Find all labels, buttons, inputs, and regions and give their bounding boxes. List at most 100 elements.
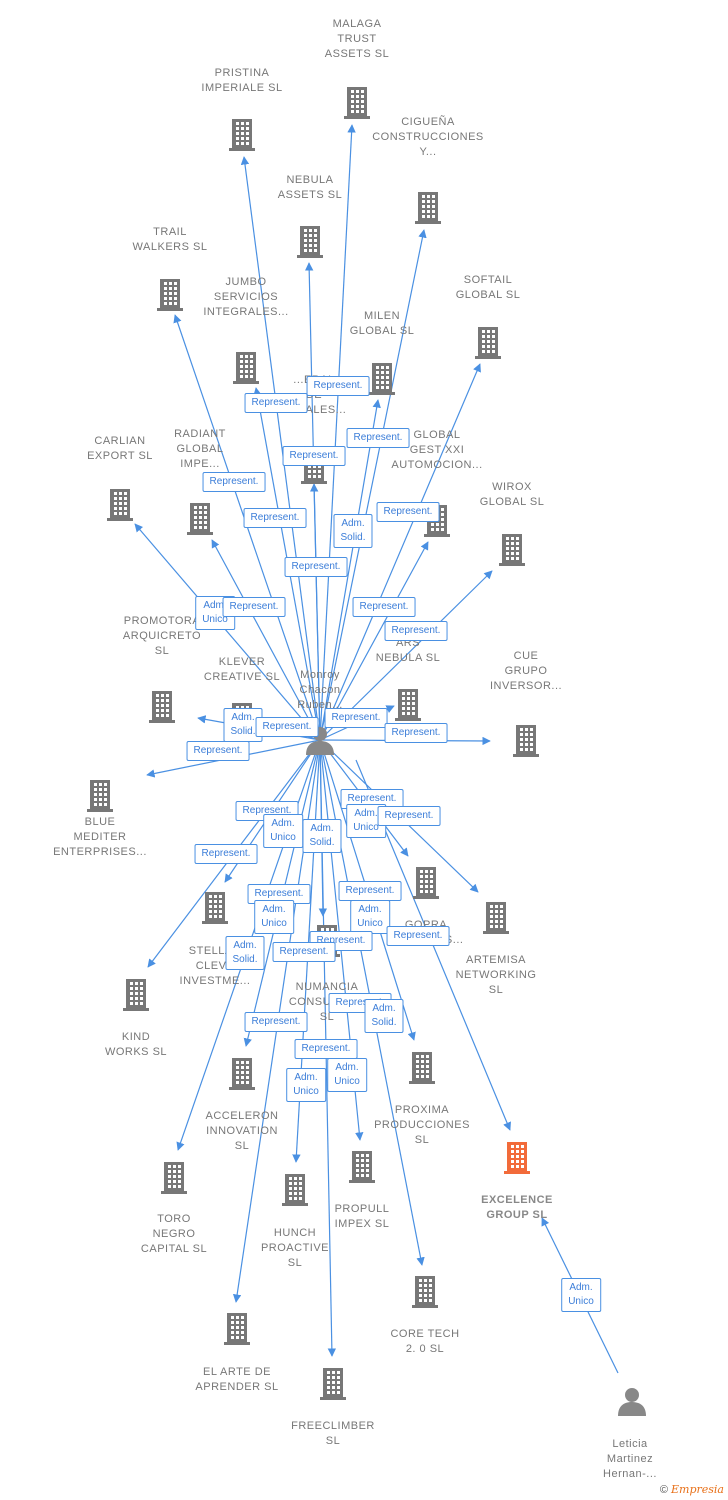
relation-badge-adm-solid[interactable]: Adm. Solid. [364, 999, 404, 1033]
company-label-coretech[interactable]: CORE TECH 2. 0 SL [390, 1328, 460, 1355]
building-icon-excelence[interactable] [504, 1140, 530, 1179]
building-icon-trail[interactable] [157, 277, 183, 316]
building-icon-arsnebula[interactable] [395, 687, 421, 726]
building-icon-ciguena[interactable] [415, 190, 441, 229]
relation-badge-represent[interactable]: Represent. [243, 508, 307, 528]
building-icon-softail[interactable] [475, 325, 501, 364]
company-label-elarte[interactable]: EL ARTE DE APRENDER SL [195, 1366, 279, 1393]
person-label-leticia[interactable]: Leticia Martinez Hernan-... [603, 1438, 657, 1480]
building-icon-propull[interactable] [349, 1149, 375, 1188]
building-icon-proxima[interactable] [409, 1050, 435, 1089]
relation-badge-adm-unico[interactable]: Adm. Unico [254, 900, 294, 934]
relation-badge-adm-unico[interactable]: Adm. Unico [286, 1068, 326, 1102]
relation-badge-represent[interactable]: Represent. [386, 926, 450, 946]
relation-badge-adm-unico[interactable]: Adm. Unico [346, 804, 386, 838]
company-label-wirox[interactable]: WIROX GLOBAL SL [479, 481, 545, 508]
building-icon-coretech[interactable] [412, 1274, 438, 1313]
relation-badge-adm-unico[interactable]: Adm. Unico [263, 814, 303, 848]
relation-badge-represent[interactable]: Represent. [244, 1012, 308, 1032]
relation-badge-adm-solid[interactable]: Adm. Solid. [333, 514, 373, 548]
company-label-artemisa[interactable]: ARTEMISA NETWORKING SL [455, 954, 537, 996]
building-icon-malaga[interactable] [344, 85, 370, 124]
company-label-kind[interactable]: KIND WORKS SL [104, 1031, 168, 1058]
relation-badge-represent[interactable]: Represent. [202, 472, 266, 492]
relation-badge-represent[interactable]: Represent. [384, 723, 448, 743]
company-label-blue[interactable]: BLUE MEDITER ENTERPRISES... [53, 816, 147, 858]
relation-badge-adm-solid[interactable]: Adm. Solid. [225, 936, 265, 970]
edge-carlian [134, 523, 321, 741]
company-label-cue[interactable]: CUE GRUPO INVERSOR... [489, 650, 563, 692]
building-icon-jumbo[interactable] [233, 350, 259, 389]
company-label-ciguena[interactable]: CIGUEÑA CONSTRUCCIONES Y... [372, 116, 484, 158]
relation-badge-represent[interactable]: Represent. [294, 1039, 358, 1059]
company-label-promotora[interactable]: PROMOTORA ARQUICRETO SL [122, 615, 202, 657]
company-label-proxima[interactable]: PROXIMA PRODUCCIONES SL [374, 1104, 470, 1146]
building-icon-acceleron[interactable] [229, 1056, 255, 1095]
building-icon-kind[interactable] [123, 977, 149, 1016]
relation-badge-represent[interactable]: Represent. [384, 621, 448, 641]
company-label-jumbo[interactable]: JUMBO SERVICIOS INTEGRALES... [203, 276, 289, 318]
relation-badge-adm-unico[interactable]: Adm. Unico [561, 1278, 601, 1312]
company-label-carlian[interactable]: CARLIAN EXPORT SL [87, 435, 153, 462]
company-label-radiant[interactable]: RADIANT GLOBAL IMPE... [174, 428, 226, 470]
company-label-propull[interactable]: PROPULL IMPEX SL [334, 1203, 390, 1230]
company-label-pristina[interactable]: PRISTINA IMPERIALE SL [201, 67, 283, 94]
company-label-softail[interactable]: SOFTAIL GLOBAL SL [455, 274, 521, 301]
building-icon-radiant[interactable] [187, 501, 213, 540]
person-icon-leticia[interactable] [617, 1386, 647, 1421]
edge-milen [319, 399, 381, 741]
relation-badge-represent[interactable]: Represent. [377, 806, 441, 826]
company-label-klever[interactable]: KLEVER CREATIVE SL [203, 656, 281, 683]
relation-badge-represent[interactable]: Represent. [324, 708, 388, 728]
relation-badge-represent[interactable]: Represent. [244, 393, 308, 413]
company-label-freeclimber[interactable]: FREECLIMBER SL [291, 1420, 375, 1447]
building-icon-carlian[interactable] [107, 487, 133, 526]
company-label-globalgest[interactable]: GLOBAL GEST XXI AUTOMOCION... [391, 429, 483, 471]
building-icon-blue[interactable] [87, 778, 113, 817]
center-person-label[interactable]: Monroy Chacon Ruben... [297, 669, 343, 711]
relation-badge-represent[interactable]: Represent. [272, 942, 336, 962]
building-icon-promotora[interactable] [149, 689, 175, 728]
building-icon-milen[interactable] [369, 361, 395, 400]
relation-badge-represent[interactable]: Represent. [376, 502, 440, 522]
edge-ciguena [319, 229, 427, 741]
building-icon-cue[interactable] [513, 723, 539, 762]
company-label-milen[interactable]: MILEN GLOBAL SL [349, 310, 415, 337]
relation-badge-adm-unico[interactable]: Adm. Unico [350, 900, 390, 934]
company-label-nebula_assets[interactable]: NEBULA ASSETS SL [277, 174, 343, 201]
company-label-malaga[interactable]: MALAGA TRUST ASSETS SL [324, 18, 390, 60]
relation-badge-represent[interactable]: Represent. [352, 597, 416, 617]
company-label-excelence[interactable]: EXCELENCE GROUP SL [481, 1194, 553, 1221]
building-icon-stellar[interactable] [202, 890, 228, 929]
building-icon-elarte[interactable] [224, 1311, 250, 1350]
relation-badge-adm-solid[interactable]: Adm. Solid. [302, 819, 342, 853]
relation-badge-represent[interactable]: Represent. [306, 376, 370, 396]
building-icon-wirox[interactable] [499, 532, 525, 571]
building-icon-gopra[interactable] [413, 865, 439, 904]
building-icon-freeclimber[interactable] [320, 1366, 346, 1405]
edge-radiant [211, 539, 321, 741]
company-label-trail[interactable]: TRAIL WALKERS SL [132, 226, 208, 253]
relation-badge-represent[interactable]: Represent. [222, 597, 286, 617]
relation-badge-represent[interactable]: Represent. [282, 446, 346, 466]
company-label-hunch[interactable]: HUNCH PROACTIVE SL [260, 1227, 330, 1269]
building-icon-hunch[interactable] [282, 1172, 308, 1211]
relation-badge-represent[interactable]: Represent. [284, 557, 348, 577]
company-label-toro[interactable]: TORO NEGRO CAPITAL SL [140, 1213, 208, 1255]
brand-name[interactable]: Empresia [671, 1483, 724, 1496]
copyright-symbol: © [659, 1484, 668, 1496]
building-icon-toro[interactable] [161, 1160, 187, 1199]
building-icon-nebula_assets[interactable] [297, 224, 323, 263]
relation-badge-represent[interactable]: Represent. [255, 717, 319, 737]
building-icon-pristina[interactable] [229, 117, 255, 156]
building-icon-artemisa[interactable] [483, 900, 509, 939]
relation-badge-adm-unico[interactable]: Adm. Unico [327, 1058, 367, 1092]
relation-badge-represent[interactable]: Represent. [338, 881, 402, 901]
edge-globalgest [319, 541, 429, 741]
company-label-acceleron[interactable]: ACCELERON INNOVATION SL [205, 1110, 279, 1152]
relation-badge-represent[interactable]: Represent. [194, 844, 258, 864]
relation-badge-represent[interactable]: Represent. [346, 428, 410, 448]
credit: © Empresia [660, 1483, 724, 1496]
relation-badge-represent[interactable]: Represent. [186, 741, 250, 761]
